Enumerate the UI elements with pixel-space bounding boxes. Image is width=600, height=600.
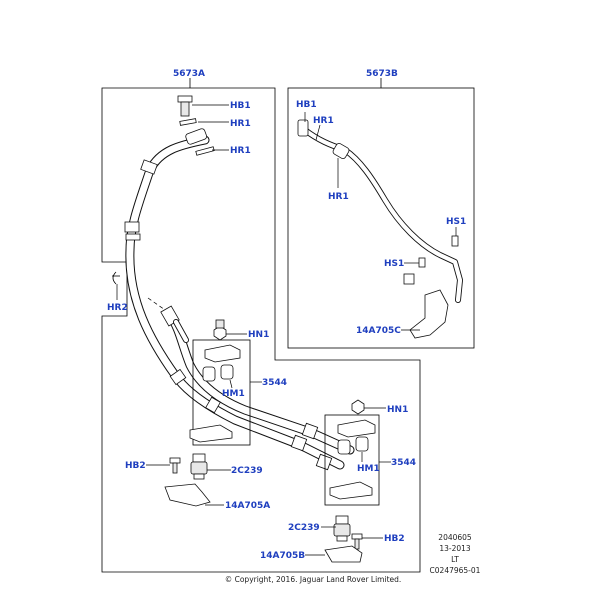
banjo-fitting-a	[185, 128, 208, 145]
label-5673a: 5673A	[173, 69, 205, 79]
grommets-a	[202, 364, 234, 382]
seal-ring-a	[179, 118, 197, 126]
hose-b-fittings	[297, 119, 459, 285]
hose-a-sleeves	[124, 159, 333, 471]
label-hb1-b: HB1	[296, 100, 317, 110]
hr2-clip	[112, 271, 117, 285]
nut-b	[351, 399, 365, 415]
seal-ring-a2	[195, 146, 215, 156]
ref-line-3: LT	[451, 555, 459, 564]
grommets-b	[337, 436, 369, 455]
label-hb2-a: HB2	[125, 461, 146, 471]
bracket-a-top	[204, 344, 241, 363]
label-14a705c: 14A705C	[356, 326, 401, 336]
ref-line-4: C0247965-01	[430, 566, 481, 575]
ref-line-1: 2040605	[438, 533, 472, 542]
label-14a705a: 14A705A	[225, 501, 270, 511]
label-hm1-b: HM1	[357, 464, 380, 474]
label-hb1-a: HB1	[230, 101, 251, 111]
bracket-group-a-frame	[192, 339, 251, 446]
leader-lines	[116, 104, 457, 556]
bracket-14a705c	[409, 289, 449, 339]
hollow-bolt-a	[177, 95, 193, 117]
hose-b	[302, 127, 463, 303]
label-hr2: HR2	[107, 303, 128, 313]
label-3544-b: 3544	[391, 458, 416, 468]
label-5673b: 5673B	[366, 69, 398, 79]
label-hn1-b: HN1	[387, 405, 408, 415]
label-14a705b: 14A705B	[260, 551, 305, 561]
label-hn1-a: HN1	[248, 330, 269, 340]
label-3544-a: 3544	[262, 378, 287, 388]
label-hm1-a: HM1	[222, 389, 245, 399]
pipe-end-nut	[160, 305, 189, 343]
label-2c239-a: 2C239	[231, 466, 263, 476]
bolt-hb2-a	[169, 457, 181, 474]
nut-a	[213, 319, 227, 341]
label-hr1-a2: HR1	[230, 146, 251, 156]
label-hb2-b: HB2	[384, 534, 405, 544]
mount-2c239-a	[190, 453, 208, 480]
hose-a-main-inner	[126, 136, 344, 469]
mount-2c239-b	[333, 515, 351, 542]
label-hs1-2: HS1	[384, 259, 404, 269]
assembly-a-frame	[101, 87, 421, 573]
label-hr1-b1: HR1	[313, 116, 334, 126]
ref-line-2: 13-2013	[439, 544, 471, 553]
bracket-14a705a	[164, 483, 211, 507]
label-hr1-a1: HR1	[230, 119, 251, 129]
bracket-group-b-frame	[324, 414, 380, 506]
label-2c239-b: 2C239	[288, 523, 320, 533]
bracket-a-bottom	[189, 424, 233, 443]
bracket-14a705b	[324, 545, 363, 563]
label-hs1-1: HS1	[446, 217, 466, 227]
copyright-notice: © Copyright, 2016. Jaguar Land Rover Lim…	[225, 575, 402, 584]
label-hr1-b2: HR1	[328, 192, 349, 202]
bracket-b-top	[337, 419, 376, 438]
bracket-b-bottom	[329, 481, 373, 500]
bolt-hb2-b	[351, 533, 363, 550]
hose-b-inner	[302, 127, 463, 303]
